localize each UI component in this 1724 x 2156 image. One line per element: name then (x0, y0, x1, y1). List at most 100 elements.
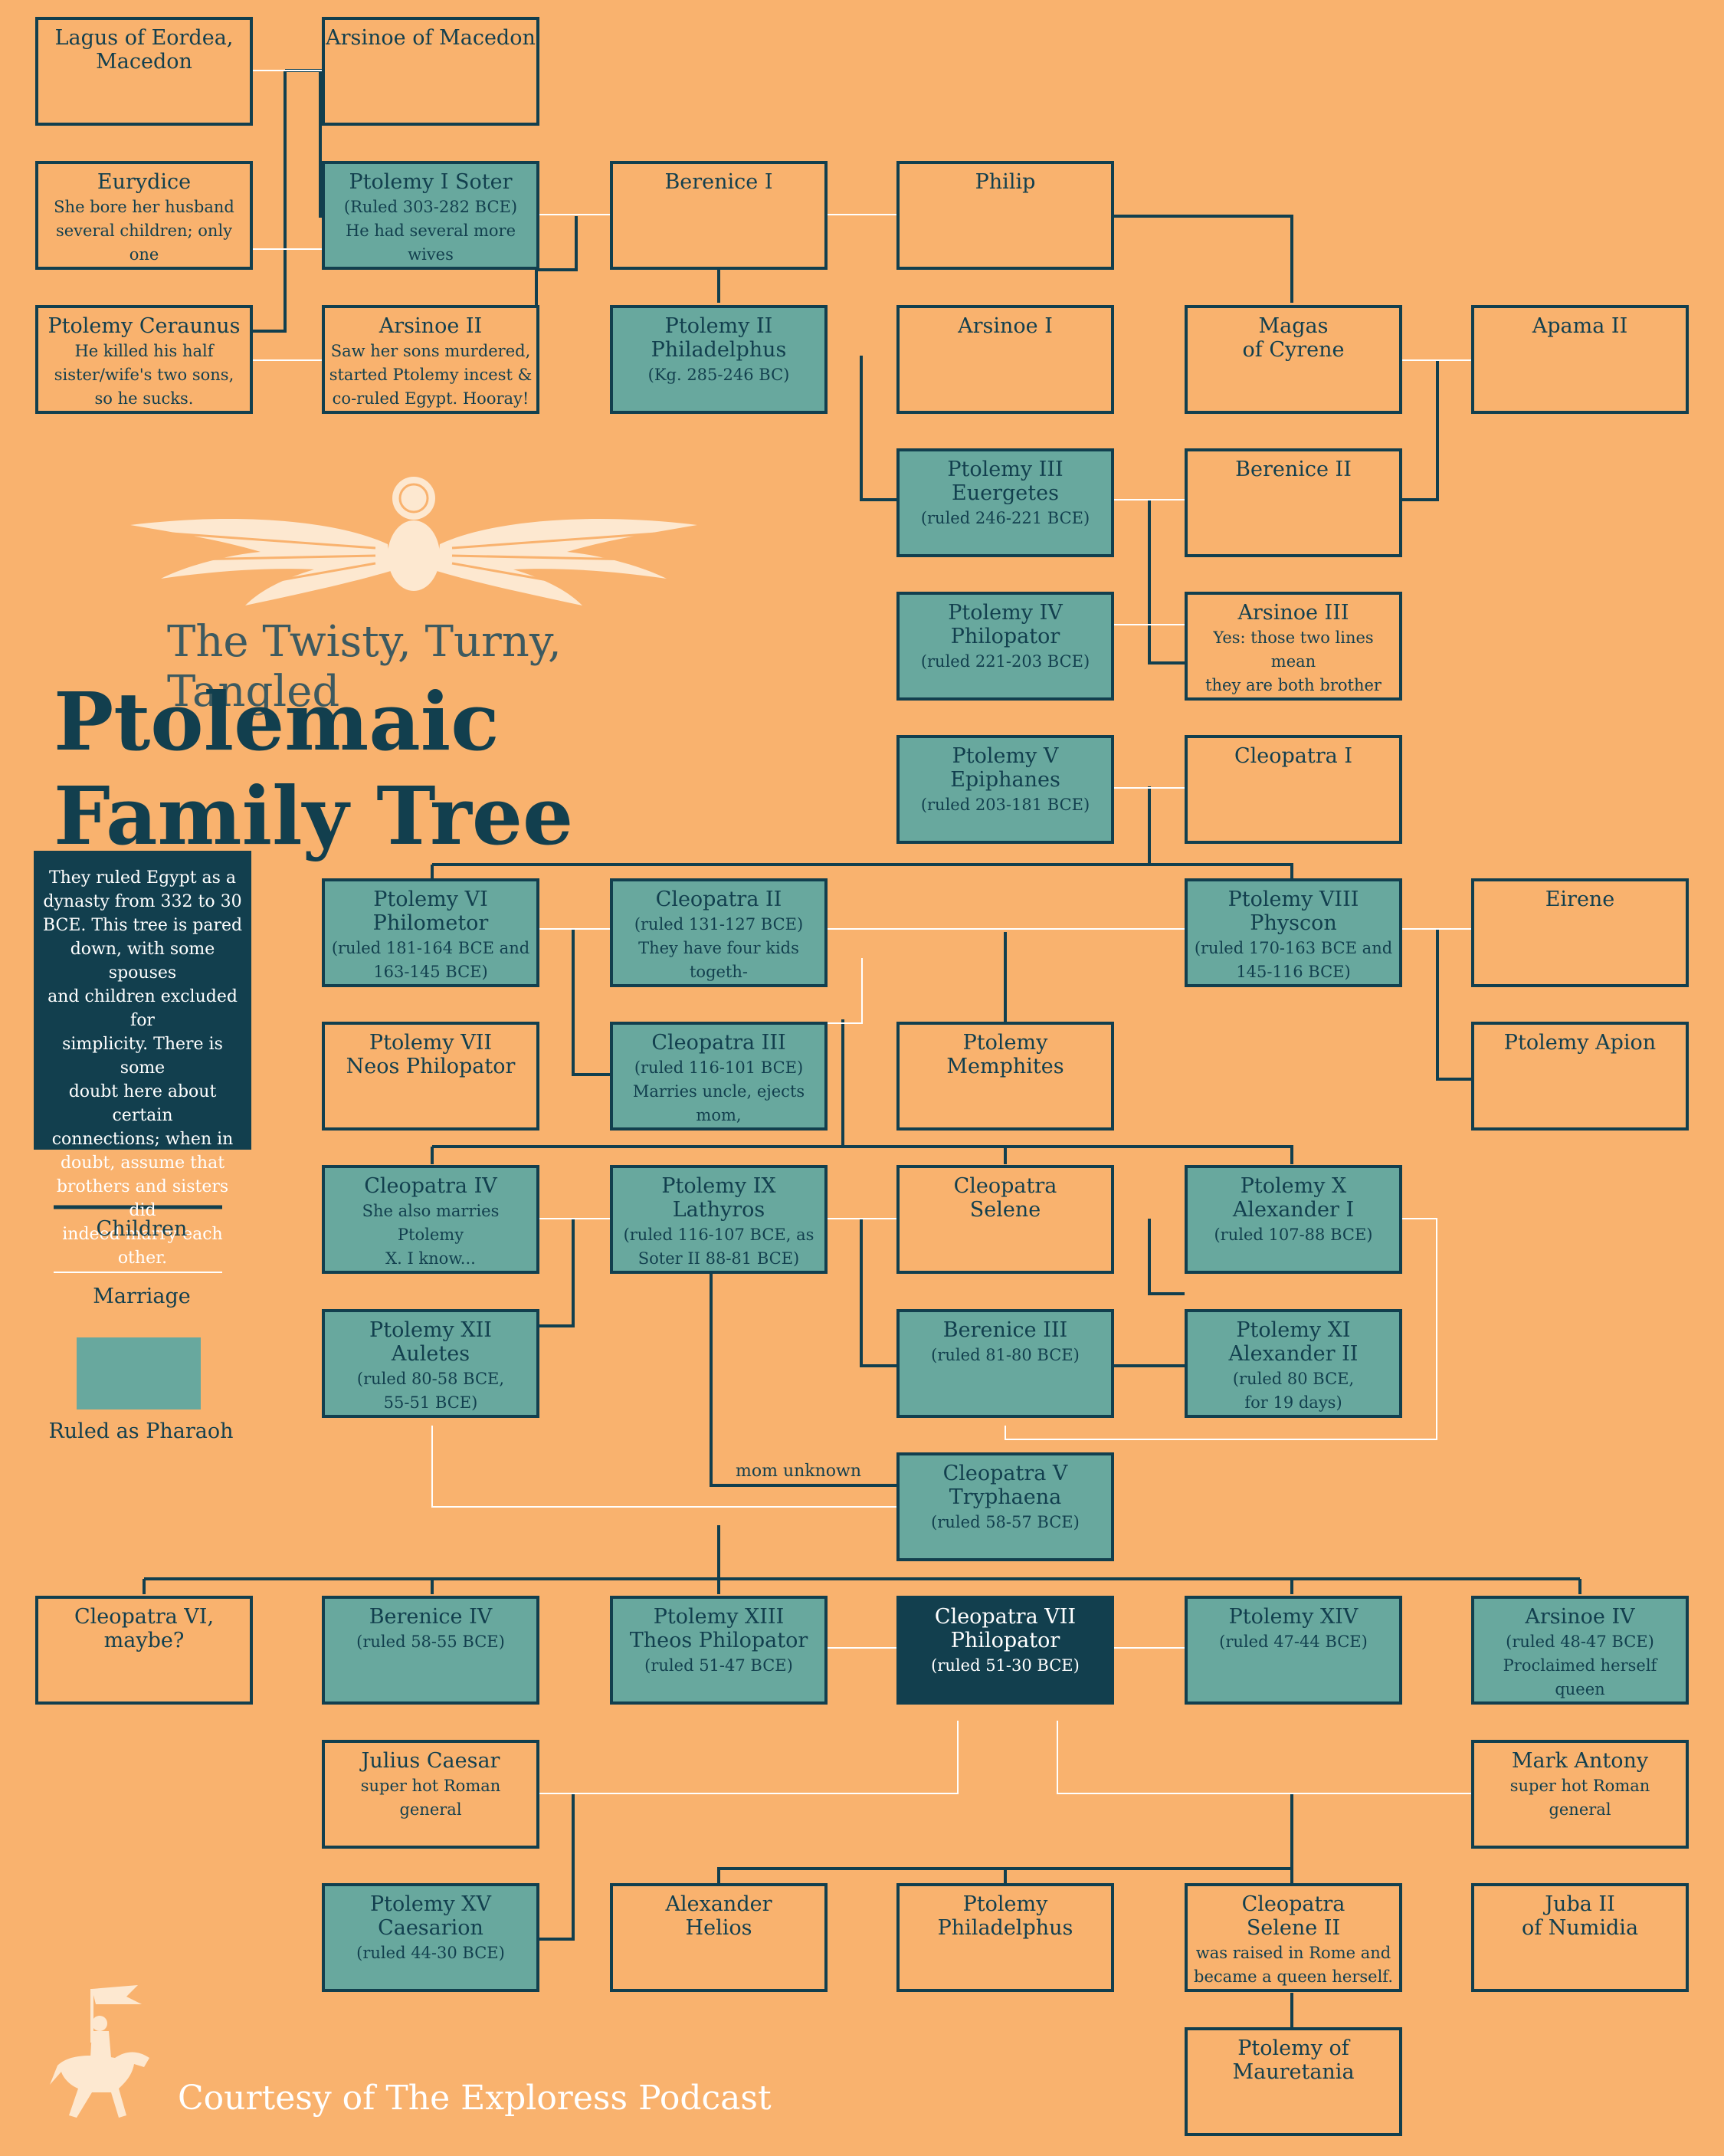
person-philip: Philip (896, 161, 1114, 270)
person-arsinoe-ii: Arsinoe II Saw her sons murdered, starte… (322, 305, 539, 414)
children-line (1148, 1219, 1185, 1295)
person-name: Ptolemy VIII Physcon (1227, 888, 1359, 935)
children-line (432, 1145, 1293, 1164)
person-note: (Kg. 285-246 BC) (647, 366, 790, 384)
person-note: super hot Roman general (360, 1777, 501, 1819)
person-name: Arsinoe II (379, 314, 483, 338)
person-ptolemy-viii: Ptolemy VIII Physcon (ruled 170-163 BCE … (1185, 878, 1402, 987)
person-name: Berenice IV (369, 1605, 493, 1629)
legend-children-label: Children (96, 1217, 188, 1241)
person-name: Ptolemy XIII Theos Philopator (629, 1605, 808, 1652)
person-ptolemy-xv: Ptolemy XV Caesarion (ruled 44-30 BCE) (322, 1883, 539, 1992)
person-arsinoe-of-macedon: Arsinoe of Macedon (322, 17, 539, 126)
person-name: Ptolemy I Soter (349, 170, 513, 194)
person-name: Ptolemy XV Caesarion (369, 1892, 492, 1940)
person-name: Cleopatra Selene (953, 1174, 1057, 1222)
person-name: Ptolemy XIV (1228, 1605, 1359, 1629)
person-name: Alexander Helios (665, 1892, 772, 1940)
children-line (251, 71, 287, 333)
children-line (1148, 500, 1185, 665)
person-name: Berenice II (1235, 458, 1352, 481)
children-line (1401, 360, 1439, 501)
person-alexander-helios: Alexander Helios (610, 1883, 828, 1992)
person-cleopatra-i: Cleopatra I (1185, 735, 1402, 844)
person-note: (ruled 170-163 BCE and 145-116 BCE) (1194, 939, 1393, 981)
person-ptolemy-memphites: Ptolemy Memphites (896, 1022, 1114, 1131)
person-berenice-iv: Berenice IV (ruled 58-55 BCE) (322, 1596, 539, 1705)
person-ptolemy-i: Ptolemy I Soter (Ruled 303-282 BCE) He h… (322, 161, 539, 270)
person-note: (ruled 48-47 BCE) Proclaimed herself que… (1503, 1633, 1657, 1698)
legend-marriage-label: Marriage (93, 1285, 191, 1308)
person-arsinoe-iv: Arsinoe IV (ruled 48-47 BCE) Proclaimed … (1471, 1596, 1689, 1705)
person-name: Ptolemy VII Neos Philopator (346, 1031, 516, 1078)
children-line (860, 1219, 898, 1367)
person-note: was raised in Rome and became a queen he… (1194, 1944, 1393, 1986)
children-line (1113, 215, 1293, 303)
person-note: (ruled 107-88 BCE) (1214, 1226, 1373, 1244)
person-name: Ptolemy Apion (1503, 1031, 1657, 1055)
person-name: Julius Caesar (361, 1749, 500, 1773)
person-cleopatra-iii: Cleopatra III (ruled 116-101 BCE) Marrie… (610, 1022, 828, 1131)
person-name: Arsinoe of Macedon (326, 26, 536, 50)
mom-unknown-label: mom unknown (736, 1462, 862, 1481)
person-lagus: Lagus of Eordea, Macedon (35, 17, 253, 126)
person-eurydice: Eurydice She bore her husband several ch… (35, 161, 253, 270)
person-name: Cleopatra VI, maybe? (74, 1605, 215, 1652)
children-line (536, 1793, 575, 1941)
person-note: He killed his half sister/wife's two son… (54, 342, 234, 408)
person-name: Mark Antony (1511, 1749, 1649, 1773)
person-ptolemy-xi: Ptolemy XI Alexander II (ruled 80 BCE, f… (1185, 1309, 1402, 1418)
children-line (536, 1219, 575, 1327)
person-ptolemy-vii: Ptolemy VII Neos Philopator (322, 1022, 539, 1131)
person-note: super hot Roman general (1509, 1777, 1650, 1819)
person-note: (ruled 221-203 BCE) (920, 652, 1090, 671)
person-note: (ruled 203-181 BCE) (920, 796, 1090, 814)
person-name: Arsinoe IV (1525, 1605, 1635, 1629)
person-name: Ptolemy Memphites (946, 1031, 1064, 1078)
person-name: Ptolemy V Epiphanes (950, 744, 1060, 792)
person-note: She also marries Ptolemy X. I know... (362, 1202, 500, 1268)
person-name: Eirene (1545, 888, 1615, 911)
marriage-line (826, 958, 863, 1024)
person-note: (ruled 116-101 BCE) Marries uncle, eject… (632, 1058, 805, 1124)
person-name: Ptolemy XII Auletes (369, 1318, 492, 1366)
person-ptolemy-ceraunus: Ptolemy Ceraunus He killed his half sist… (35, 305, 253, 414)
info-panel: They ruled Egypt as a dynasty from 332 t… (34, 851, 251, 1268)
children-line (285, 69, 325, 218)
person-ptolemy-iv: Ptolemy IV Philopator (ruled 221-203 BCE… (896, 592, 1114, 701)
person-note: (ruled 58-55 BCE) (356, 1633, 505, 1651)
person-ptolemy-v: Ptolemy V Epiphanes (ruled 203-181 BCE) (896, 735, 1114, 844)
marriage-line (536, 1721, 959, 1794)
person-note: She bore her husband several children; o… (54, 198, 234, 264)
person-name: Ptolemy III Euergetes (947, 458, 1064, 505)
person-name: Arsinoe III (1237, 601, 1349, 625)
person-juba-ii: Juba II of Numidia (1471, 1883, 1689, 1992)
person-ptolemy-philadelphus: Ptolemy Philadelphus (896, 1883, 1114, 1992)
person-eirene: Eirene (1471, 878, 1689, 987)
person-note: (ruled 47-44 BCE) (1219, 1633, 1368, 1651)
marriage-line (1057, 1721, 1473, 1794)
person-note: (ruled 116-107 BCE, as Soter II 88-81 BC… (623, 1226, 814, 1268)
children-line (572, 929, 610, 1076)
person-name: Eurydice (97, 170, 192, 194)
person-cleopatra-v: Cleopatra V Tryphaena (ruled 58-57 BCE) (896, 1452, 1114, 1561)
person-name: Cleopatra V Tryphaena (942, 1462, 1068, 1509)
marriage-line (1005, 1218, 1437, 1440)
person-name: Ptolemy XI Alexander II (1228, 1318, 1359, 1366)
person-cleopatra-iv: Cleopatra IV She also marries Ptolemy X.… (322, 1165, 539, 1274)
person-note: (ruled 81-80 BCE) (931, 1346, 1080, 1364)
marriage-line (431, 1426, 898, 1508)
person-berenice-iii: Berenice III (ruled 81-80 BCE) (896, 1309, 1114, 1418)
person-berenice-ii: Berenice II (1185, 448, 1402, 557)
children-line (710, 1272, 898, 1487)
children-line (432, 863, 1293, 878)
children-line (536, 216, 578, 271)
children-line (1436, 929, 1471, 1081)
person-ptolemy-iii: Ptolemy III Euergetes (ruled 246-221 BCE… (896, 448, 1114, 557)
page-title: Ptolemaic Family Tree (54, 674, 574, 863)
person-name: Cleopatra VII Philopator (934, 1605, 1077, 1652)
title-subtitle: The Twisty, Turny, Tangled (167, 617, 562, 717)
person-note: (Ruled 303-282 BCE) He had several more … (343, 198, 518, 264)
